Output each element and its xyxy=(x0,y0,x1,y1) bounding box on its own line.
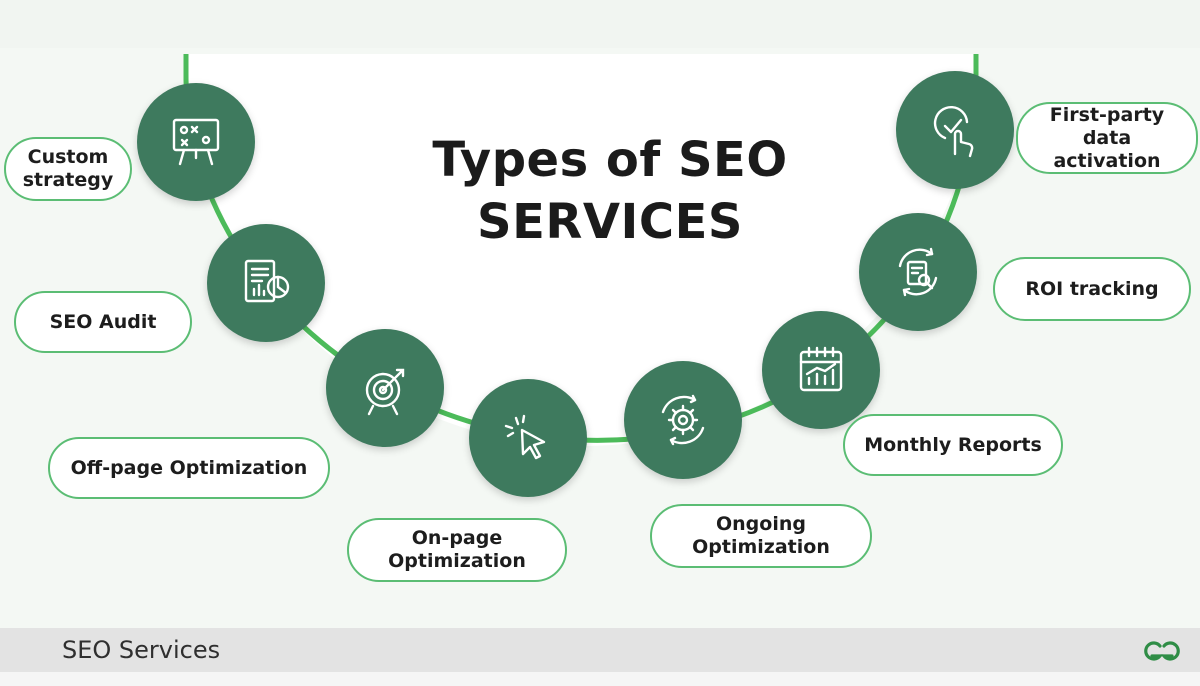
service-node-ongoing xyxy=(624,361,742,479)
page-title-line1: Types of SEO xyxy=(432,132,788,188)
bottom-strip xyxy=(0,672,1200,686)
service-node-first-party xyxy=(896,71,1014,189)
page-title-line2: SERVICES xyxy=(477,194,743,250)
strategy-board-icon xyxy=(172,118,220,166)
audit-report-icon xyxy=(244,259,290,303)
label-monthly-reports: Monthly Reports xyxy=(843,414,1063,476)
target-arrow-icon xyxy=(365,368,405,416)
service-node-custom-strategy xyxy=(137,83,255,201)
label-seo-audit: SEO Audit xyxy=(14,291,192,353)
label-custom-strategy: Custom strategy xyxy=(4,137,132,201)
touch-check-icon xyxy=(933,106,974,158)
label-on-page: On-page Optimization xyxy=(347,518,567,582)
service-node-off-page xyxy=(326,329,444,447)
label-first-party: First-party data activation xyxy=(1016,102,1198,174)
gear-cycle-icon xyxy=(661,394,705,446)
service-node-seo-audit xyxy=(207,224,325,342)
service-node-monthly-reports xyxy=(762,311,880,429)
document-search-icon xyxy=(898,247,938,297)
footer-bar: SEO Services xyxy=(0,628,1200,672)
footer-label: SEO Services xyxy=(62,636,221,664)
label-ongoing: Ongoing Optimization xyxy=(650,504,872,568)
service-node-on-page xyxy=(469,379,587,497)
geeksforgeeks-logo-icon xyxy=(1144,641,1180,661)
label-off-page: Off-page Optimization xyxy=(48,437,330,499)
label-roi-tracking: ROI tracking xyxy=(993,257,1191,321)
calendar-chart-icon xyxy=(799,346,843,392)
service-node-roi-tracking xyxy=(859,213,977,331)
cursor-click-icon xyxy=(504,414,546,460)
